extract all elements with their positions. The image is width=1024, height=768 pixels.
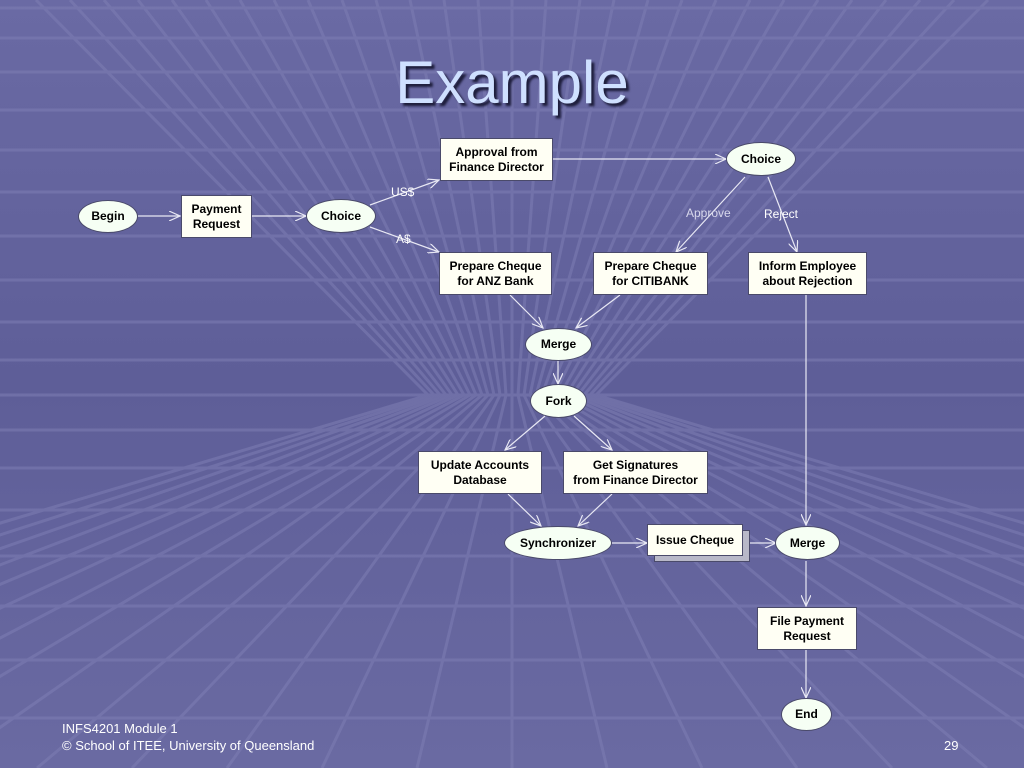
approval-line2: Finance Director (449, 159, 544, 174)
choice-node-2-label: Choice (740, 151, 781, 166)
merge-node-1-label: Merge (540, 337, 577, 351)
file-payment-line1: File Payment (769, 613, 845, 628)
edge-label-reject: Reject (764, 207, 799, 221)
choice-node-2: Choice (726, 142, 796, 176)
edge-choice-to-approval (369, 180, 439, 206)
get-signatures-line1: Get Signatures (592, 457, 679, 472)
edge-choice2-to-prepare-citibank (676, 176, 746, 252)
choice-node-1-label: Choice (320, 208, 361, 223)
edge-fork-to-update-accounts (505, 415, 546, 450)
payment-request-node: Payment Request (181, 195, 252, 238)
begin-node-label: Begin (91, 209, 125, 223)
merge-node-1: Merge (525, 328, 592, 361)
edge-update-accounts-to-synchronizer (507, 493, 541, 526)
edge-prepare-anz-to-merge (509, 294, 543, 328)
approval-finance-director-node: Approval from Finance Director (440, 138, 553, 181)
update-accounts-node: Update Accounts Database (418, 451, 542, 494)
edge-label-au-dollar: A$ (396, 232, 411, 246)
merge-node-2-label: Merge (789, 535, 826, 550)
fork-node-label: Fork (545, 393, 572, 408)
inform-employee-line2: about Rejection (762, 273, 853, 288)
fork-node: Fork (530, 384, 587, 418)
merge-node-2: Merge (775, 526, 840, 560)
issue-cheque-label: Issue Cheque (655, 532, 735, 547)
footer-school: © School of ITEE, University of Queensla… (62, 738, 315, 753)
prepare-cheque-anz-node: Prepare Cheque for ANZ Bank (439, 252, 552, 295)
slide-title: Example (395, 49, 629, 116)
update-accounts-line1: Update Accounts (430, 457, 530, 472)
file-payment-request-node: File Payment Request (757, 607, 857, 650)
end-node-label: End (795, 707, 818, 721)
edge-fork-to-get-signatures (573, 415, 612, 450)
prepare-anz-line2: for ANZ Bank (457, 273, 534, 288)
edge-label-approve: Approve (686, 206, 731, 220)
synchronizer-node: Synchronizer (504, 526, 612, 560)
prepare-cheque-citibank-node: Prepare Cheque for CITIBANK (593, 252, 708, 295)
get-signatures-node: Get Signatures from Finance Director (563, 451, 708, 494)
edge-choice2-to-inform-employee (767, 176, 797, 252)
prepare-anz-line1: Prepare Cheque (449, 258, 542, 273)
synchronizer-node-label: Synchronizer (519, 535, 597, 550)
inform-employee-line1: Inform Employee (758, 258, 857, 273)
get-signatures-line2: from Finance Director (573, 472, 698, 487)
issue-cheque-node: Issue Cheque (647, 524, 743, 556)
update-accounts-line2: Database (453, 472, 507, 487)
edge-choice-to-prepare-anz (369, 226, 439, 252)
prepare-citibank-line2: for CITIBANK (612, 273, 689, 288)
approval-line1: Approval from (455, 144, 538, 159)
edge-label-us-dollar: US$ (391, 185, 415, 199)
begin-node: Begin (78, 200, 138, 233)
end-node: End (781, 698, 832, 731)
file-payment-line2: Request (783, 628, 831, 643)
footer-course-info: INFS4201 Module 1 © School of ITEE, Univ… (62, 720, 314, 754)
inform-employee-node: Inform Employee about Rejection (748, 252, 867, 295)
payment-request-line1: Payment (191, 201, 242, 216)
edge-get-signatures-to-synchronizer (578, 493, 613, 526)
footer-module: INFS4201 Module 1 (62, 721, 178, 736)
edge-prepare-citibank-to-merge (576, 294, 621, 328)
prepare-citibank-line1: Prepare Cheque (604, 258, 697, 273)
payment-request-line2: Request (192, 216, 241, 231)
page-number: 29 (944, 738, 959, 753)
choice-node-1: Choice (306, 199, 376, 233)
